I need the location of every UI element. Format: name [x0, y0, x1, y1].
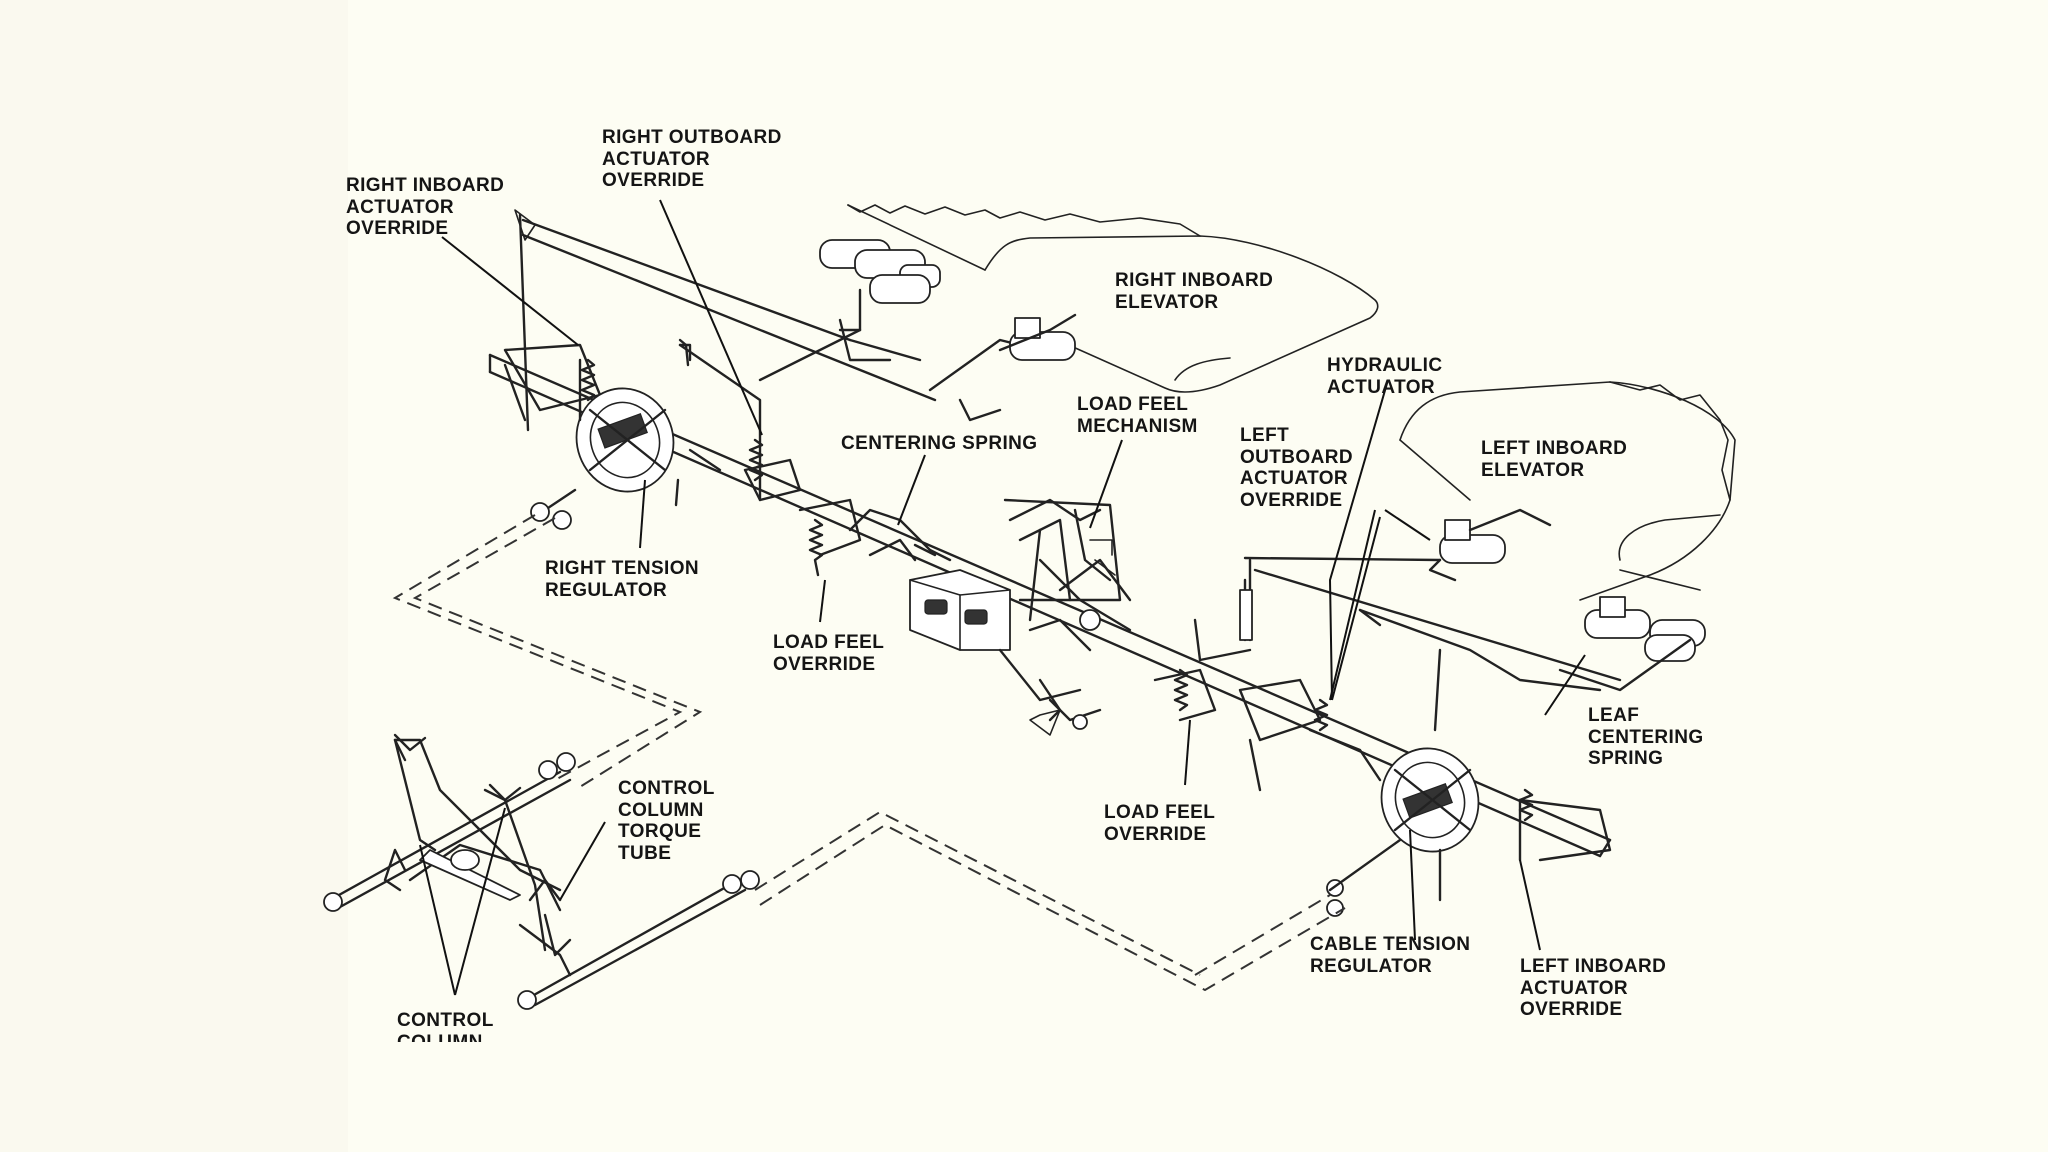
load-feel-mechanism: [909, 498, 1132, 736]
label-load-feel-override-upper: LOAD FEEL OVERRIDE: [773, 632, 885, 675]
label-load-feel-mechanism: LOAD FEEL MECHANISM: [1077, 394, 1198, 437]
label-left-inboard-actuator-override: LEFT INBOARD ACTUATOR OVERRIDE: [1520, 956, 1667, 1020]
label-left-inboard-elevator: LEFT INBOARD ELEVATOR: [1481, 438, 1628, 481]
left-inboard-elevator-surface: [1399, 381, 1736, 601]
leader-lines: [419, 199, 1586, 996]
label-right-inboard-actuator-override: RIGHT INBOARD ACTUATOR OVERRIDE: [346, 175, 505, 239]
label-leaf-centering-spring: LEAF CENTERING SPRING: [1588, 705, 1704, 769]
label-right-tension-regulator: RIGHT TENSION REGULATOR: [545, 558, 700, 601]
label-centering-spring: CENTERING SPRING: [841, 433, 1038, 454]
label-cable-tension-regulator: CABLE TENSION REGULATOR: [1310, 934, 1471, 977]
diagram-page: [348, 0, 2048, 1152]
label-left-outboard-actuator-override: LEFT OUTBOARD ACTUATOR OVERRIDE: [1240, 425, 1353, 511]
label-right-inboard-elevator: RIGHT INBOARD ELEVATOR: [1115, 270, 1274, 313]
page-bottom-crop: [348, 1042, 2048, 1152]
label-load-feel-override-lower: LOAD FEEL OVERRIDE: [1104, 802, 1216, 845]
label-control-column-torque-tube: CONTROL COLUMN TORQUE TUBE: [618, 778, 715, 864]
label-right-outboard-actuator-override: RIGHT OUTBOARD ACTUATOR OVERRIDE: [602, 127, 782, 191]
right-inboard-elevator-surface: [847, 204, 1379, 393]
label-hydraulic-actuator: HYDRAULIC ACTUATOR: [1327, 355, 1443, 398]
left-linkages: [1193, 508, 1706, 732]
right-linkages: [514, 209, 1077, 502]
control-column-assembly: [323, 733, 760, 1010]
left-tension-regulator-assembly: [1153, 668, 1612, 917]
right-tension-regulator-assembly: [503, 338, 862, 577]
cable-runs: [392, 514, 1346, 992]
